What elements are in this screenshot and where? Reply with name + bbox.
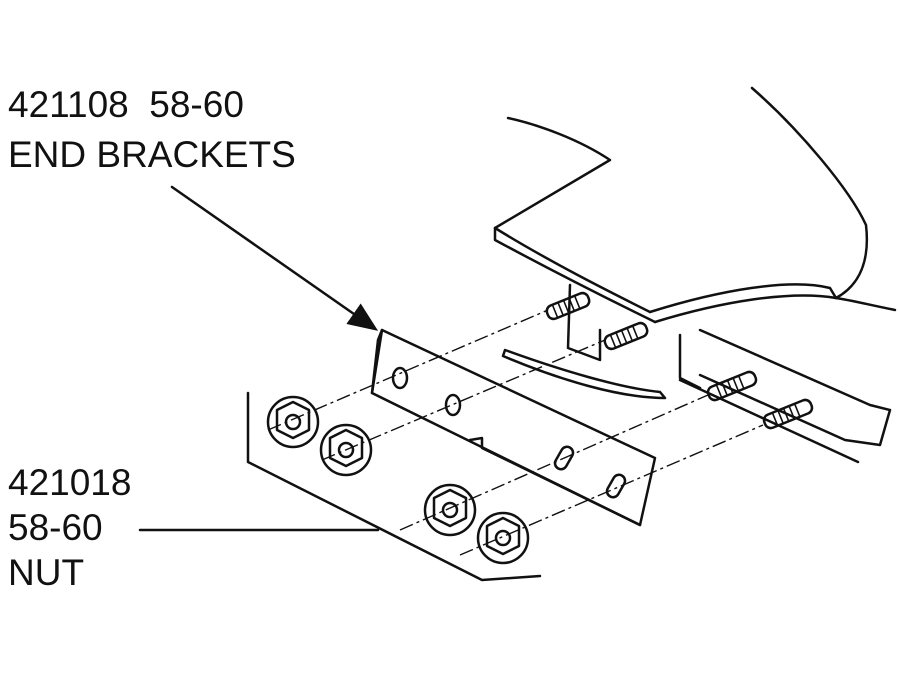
bracket-name: END BRACKETS	[8, 134, 296, 175]
nut-group-bracket	[246, 391, 542, 582]
bolts	[545, 291, 814, 430]
nut-part-number: 421018	[8, 462, 131, 503]
bracket-leader-line	[170, 185, 379, 331]
fender-panel	[493, 86, 897, 464]
end-bracket	[370, 328, 657, 527]
flange-nuts	[266, 395, 530, 565]
nut-name: NUT	[8, 552, 84, 593]
bracket-part-number: 421108 58-60	[8, 84, 244, 125]
nut-years: 58-60	[8, 507, 103, 548]
